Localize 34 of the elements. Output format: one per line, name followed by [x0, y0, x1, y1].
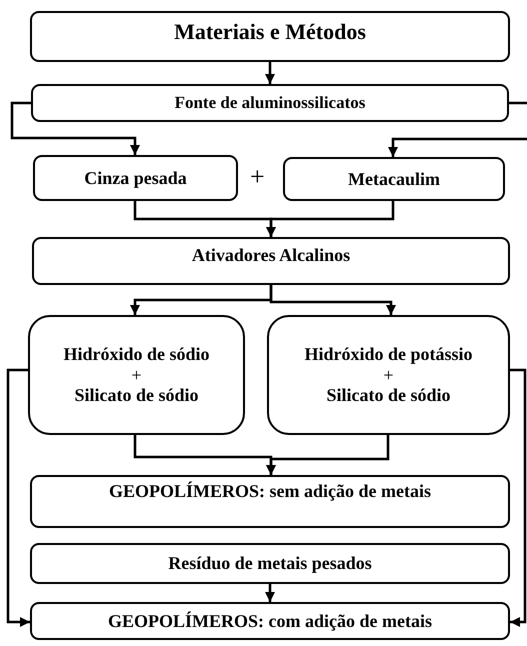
arrow: [6, 368, 30, 627]
arrow: [265, 584, 275, 602]
process-box: [28, 315, 245, 435]
box-label: Silicato de sódio: [74, 385, 198, 406]
box-label: Resíduo de metais pesados: [168, 553, 372, 574]
box-label: Materiais e Métodos: [174, 19, 366, 44]
arrow: [266, 201, 394, 237]
box-label: Metacaulim: [348, 168, 440, 190]
plus-sign: +: [383, 364, 394, 386]
process-box: [33, 155, 238, 201]
process-box: [31, 84, 509, 122]
arrow: [265, 62, 275, 84]
arrow: [388, 102, 527, 157]
arrow: [510, 368, 526, 627]
plus-sign: +: [131, 364, 142, 386]
process-box: [30, 543, 510, 584]
process-box: [267, 315, 510, 435]
plus-sign: +: [250, 162, 265, 192]
arrow: [10, 102, 140, 155]
process-box: [30, 602, 510, 640]
box-label: Silicato de sódio: [326, 385, 450, 406]
box-label: GEOPOLÍMEROS: com adição de metais: [108, 610, 432, 632]
box-label: Cinza pesada: [84, 168, 187, 188]
box-label: GEOPOLÍMEROS: sem adição de metais: [109, 481, 431, 502]
box-label: Hidróxido de potássio: [304, 344, 473, 365]
arrow: [270, 285, 396, 315]
arrow: [266, 435, 390, 475]
box-label: Hidróxido de sódio: [63, 344, 210, 365]
box-label: Ativadores Alcalinos: [192, 245, 350, 266]
box-label: Fonte de aluminossilicatos: [174, 93, 366, 113]
process-box: [30, 11, 510, 62]
process-box: [283, 157, 505, 201]
process-box: [30, 475, 510, 528]
process-box: [32, 237, 510, 285]
